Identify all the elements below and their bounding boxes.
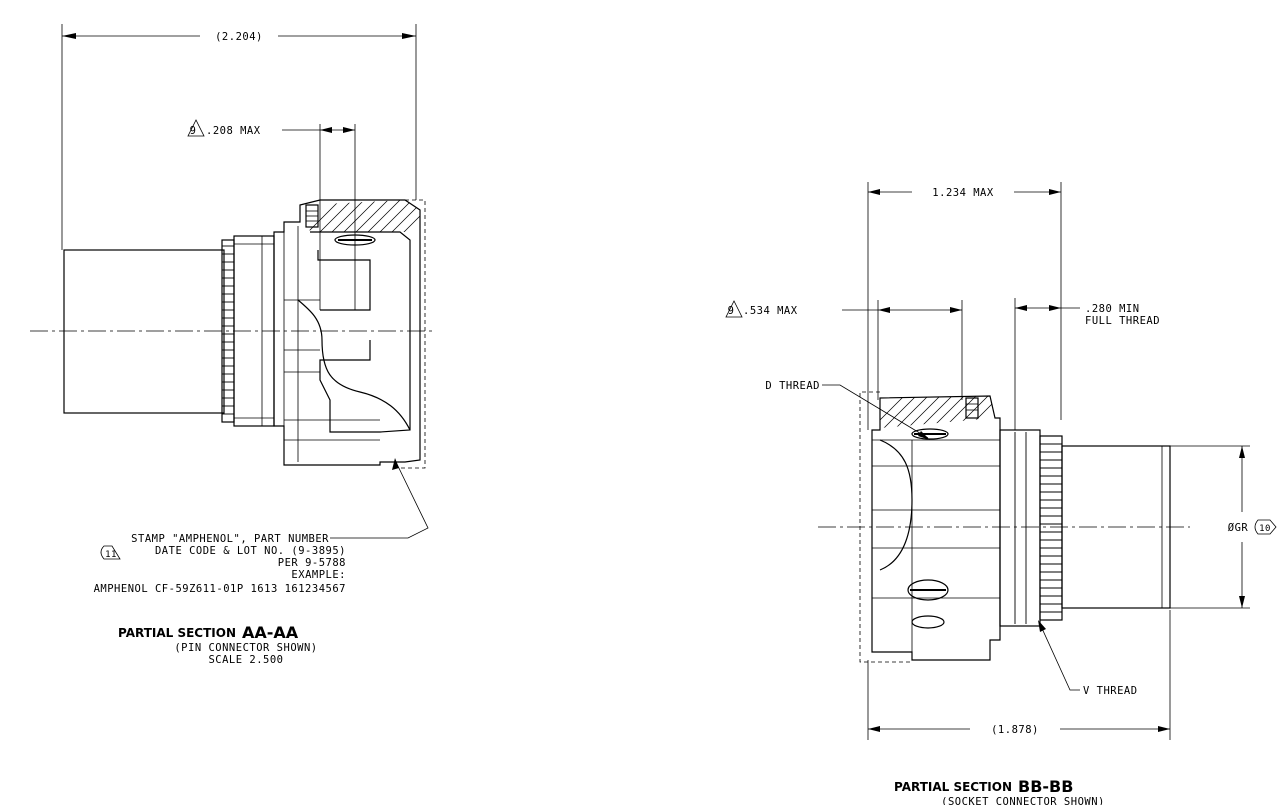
dimension-534: 9 .534 MAX [725,300,963,400]
section-bb-title-id: BB-BB [1018,777,1073,796]
dim-534-label: .534 MAX [743,305,798,317]
dimension-280: .280 MIN FULL THREAD [1014,298,1160,430]
section-aa-scale: SCALE 2.500 [208,654,283,666]
stamp-note-line-1: STAMP "AMPHENOL", PART NUMBER [131,533,329,545]
section-bb-view: 1.234 MAX 9 .534 MAX .280 MIN FULL THREA… [725,182,1277,805]
section-bb-title: PARTIAL SECTION BB-BB (SOCKET CONNECTOR … [894,777,1105,805]
dim-280-line-1: .280 MIN [1085,303,1140,315]
v-thread-label: V THREAD [1083,685,1138,697]
dimension-2204: (2.204) [61,24,417,250]
flag-9-number: 9 [190,125,197,137]
dim-1878-label: (1.878) [991,724,1039,736]
section-bb-title-text: PARTIAL SECTION [894,780,1012,794]
section-bb-subtitle: (SOCKET CONNECTOR SHOWN) [941,796,1105,805]
connector-body-bb [818,391,1190,663]
section-aa-title: PARTIAL SECTION AA-AA (PIN CONNECTOR SHO… [118,623,317,666]
dimension-208: 9 .208 MAX [187,119,356,310]
section-aa-title-id: AA-AA [242,623,299,642]
connector-body-aa [30,199,432,469]
dimension-gr: ØGR 10 [1170,445,1277,609]
dim-gr-label: ØGR [1228,522,1249,534]
stamp-note-line-3: PER 9-5788 [278,557,346,569]
d-thread-callout: D THREAD [765,380,930,440]
dim-2204-label: (2.204) [215,31,263,43]
d-thread-label: D THREAD [765,380,820,392]
dimension-1878: (1.878) [867,610,1171,740]
dim-208-label: .208 MAX [206,125,261,137]
stamp-note-line-5: AMPHENOL CF-59Z611-01P 1613 161234567 [94,583,346,595]
flag-10-number: 10 [1259,524,1271,534]
section-aa-view: (2.204) 9 .208 MAX [30,24,432,666]
stamp-note: STAMP "AMPHENOL", PART NUMBER DATE CODE … [94,533,346,595]
dim-1234-label: 1.234 MAX [932,187,994,199]
dim-280-line-2: FULL THREAD [1085,315,1160,327]
stamp-note-line-2: DATE CODE & LOT NO. (9-3895) [155,545,346,557]
flag-9b-number: 9 [728,305,735,317]
v-thread-callout: V THREAD [1038,620,1138,697]
stamp-note-line-4: EXAMPLE: [291,569,346,581]
flag-11-number: 11 [105,550,117,560]
section-aa-subtitle: (PIN CONNECTOR SHOWN) [174,642,317,654]
dimension-1234: 1.234 MAX [867,182,1062,430]
section-aa-title-text: PARTIAL SECTION [118,626,236,640]
